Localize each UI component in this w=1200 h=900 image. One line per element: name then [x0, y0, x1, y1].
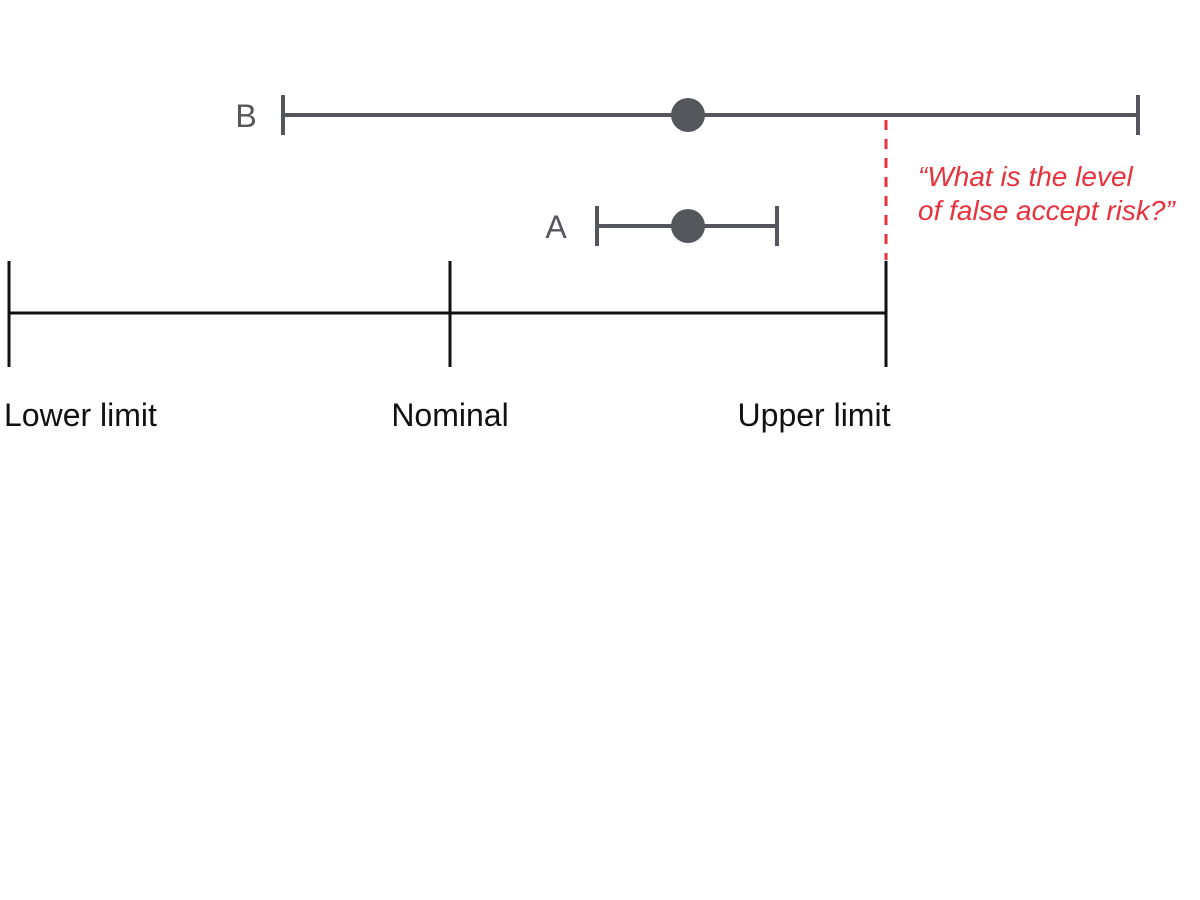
- lower-limit-label: Lower limit: [4, 397, 157, 433]
- callout-line-2: of false accept risk?”: [918, 195, 1176, 226]
- interval-b-measured-point: [671, 98, 705, 132]
- tolerance-scale: [7, 261, 888, 367]
- interval-b: B: [235, 95, 1140, 135]
- callout-line-1: “What is the level: [918, 161, 1134, 192]
- interval-b-label: B: [235, 98, 256, 134]
- interval-a: A: [545, 206, 779, 246]
- interval-a-label: A: [545, 209, 567, 245]
- interval-a-measured-point: [671, 209, 705, 243]
- nominal-label: Nominal: [391, 397, 508, 433]
- false-accept-risk-callout: “What is the level of false accept risk?…: [918, 161, 1176, 226]
- upper-limit-label: Upper limit: [738, 397, 891, 433]
